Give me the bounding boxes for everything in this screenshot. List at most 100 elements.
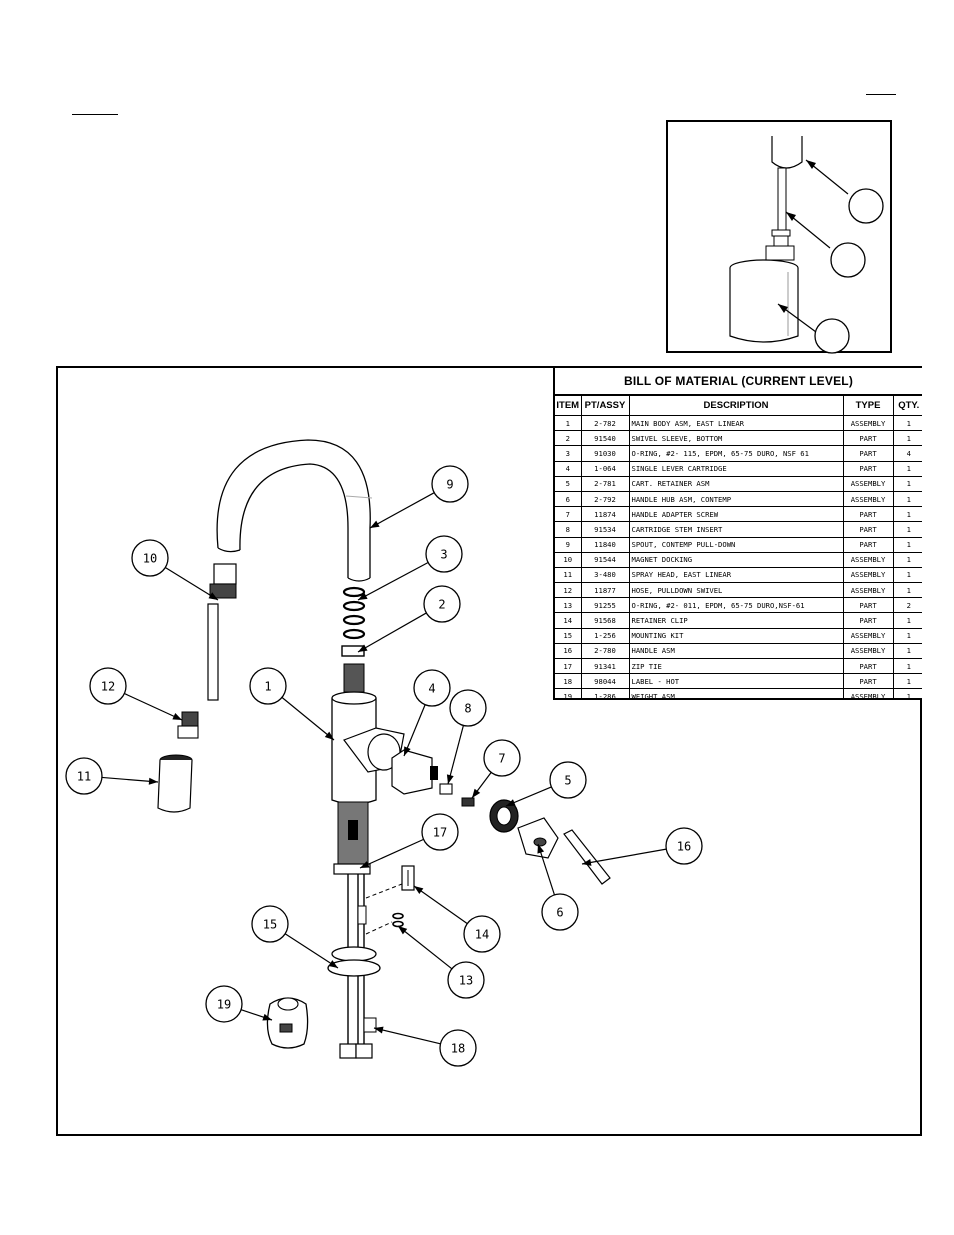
bom-part-number: 11877	[581, 582, 630, 599]
bom-qty: 1	[893, 567, 922, 584]
bom-part-number: 98044	[581, 673, 630, 690]
bom-part-number: 91544	[581, 552, 630, 568]
bom-qty: 4	[893, 445, 922, 462]
bom-item: 6	[555, 491, 582, 508]
bom-type: ASSEMBLY	[843, 552, 894, 568]
bill-of-material-table: BILL OF MATERIAL (CURRENT LEVEL) ITEM PT…	[553, 368, 922, 700]
bom-description: HOSE, PULLDOWN SWIVEL	[629, 582, 844, 599]
bom-description: LABEL - HOT	[629, 673, 844, 690]
bom-description: CART. RETAINER ASM	[629, 476, 844, 492]
bom-description: HANDLE ASM	[629, 643, 844, 660]
bom-qty: 1	[893, 552, 922, 568]
bom-description: HANDLE HUB ASM, CONTEMP	[629, 491, 844, 508]
bom-header-qty: QTY.	[893, 396, 922, 416]
bom-part-number: 91030	[581, 445, 630, 462]
bom-type: PART	[843, 506, 894, 523]
bom-header-type: TYPE	[843, 396, 894, 416]
bom-item: 4	[555, 461, 582, 477]
bom-qty: 1	[893, 430, 922, 447]
bom-item: 1	[555, 415, 582, 432]
bom-item: 2	[555, 430, 582, 447]
bom-qty: 1	[893, 476, 922, 492]
bom-qty: 1	[893, 461, 922, 477]
header-rule-left	[72, 114, 118, 115]
bom-item: 15	[555, 628, 582, 644]
bom-qty: 1	[893, 643, 922, 660]
bom-item: 10	[555, 552, 582, 568]
bom-description: MAIN BODY ASM, EAST LINEAR	[629, 415, 844, 432]
bom-qty: 1	[893, 658, 922, 675]
bom-part-number: 1-064	[581, 461, 630, 477]
bom-type: ASSEMBLY	[843, 628, 894, 644]
bom-type: ASSEMBLY	[843, 476, 894, 492]
bom-header-item: ITEM	[555, 396, 582, 416]
bom-type: ASSEMBLY	[843, 415, 894, 432]
bom-type: PART	[843, 521, 894, 538]
bom-type: ASSEMBLY	[843, 567, 894, 584]
inset-detail-frame	[666, 120, 892, 354]
bom-description: O-RING, #2- 011, EPDM, 65-75 DURO,NSF-61	[629, 597, 844, 614]
inset-balloon	[830, 242, 866, 278]
bom-description: SPOUT, CONTEMP PULL-DOWN	[629, 537, 844, 553]
bom-description: HANDLE ADAPTER SCREW	[629, 506, 844, 523]
bom-type: ASSEMBLY	[843, 491, 894, 508]
bom-type: PART	[843, 537, 894, 553]
bom-item: 17	[555, 658, 582, 675]
inset-balloon	[814, 318, 850, 354]
inset-balloon	[848, 188, 884, 224]
bom-description: ZIP TIE	[629, 658, 844, 675]
bom-item: 12	[555, 582, 582, 599]
bom-description: RETAINER CLIP	[629, 612, 844, 629]
bom-description: SINGLE LEVER CARTRIDGE	[629, 461, 844, 477]
bom-description: WEIGHT ASM	[629, 688, 844, 698]
bom-title: BILL OF MATERIAL (CURRENT LEVEL)	[555, 368, 922, 396]
bom-qty: 2	[893, 597, 922, 614]
bom-part-number: 11840	[581, 537, 630, 553]
bom-qty: 1	[893, 415, 922, 432]
bom-part-number: 1-256	[581, 628, 630, 644]
bom-part-number: 2-792	[581, 491, 630, 508]
bom-type: PART	[843, 461, 894, 477]
bom-description: MAGNET DOCKING	[629, 552, 844, 568]
bom-item: 5	[555, 476, 582, 492]
bom-description: CARTRIDGE STEM INSERT	[629, 521, 844, 538]
bom-item: 18	[555, 673, 582, 690]
bom-item: 19	[555, 688, 582, 698]
bom-type: PART	[843, 445, 894, 462]
bom-part-number: 1-286	[581, 688, 630, 698]
bom-description: O-RING, #2- 115, EPDM, 65-75 DURO, NSF 6…	[629, 445, 844, 462]
bom-type: PART	[843, 597, 894, 614]
bom-qty: 1	[893, 521, 922, 538]
inset-detail-drawing	[729, 136, 884, 354]
bom-part-number: 2-782	[581, 415, 630, 432]
bom-header-description: DESCRIPTION	[629, 396, 844, 416]
bom-part-number: 11874	[581, 506, 630, 523]
bom-item: 3	[555, 445, 582, 462]
bom-item: 8	[555, 521, 582, 538]
bom-type: PART	[843, 673, 894, 690]
bom-qty: 1	[893, 537, 922, 553]
bom-qty: 1	[893, 612, 922, 629]
bom-qty: 1	[893, 628, 922, 644]
bom-qty: 1	[893, 673, 922, 690]
bom-item: 16	[555, 643, 582, 660]
bom-qty: 1	[893, 506, 922, 523]
bom-type: ASSEMBLY	[843, 582, 894, 599]
bom-qty: 1	[893, 688, 922, 698]
bom-part-number: 91568	[581, 612, 630, 629]
bom-type: PART	[843, 430, 894, 447]
header-rule-right	[866, 94, 896, 95]
